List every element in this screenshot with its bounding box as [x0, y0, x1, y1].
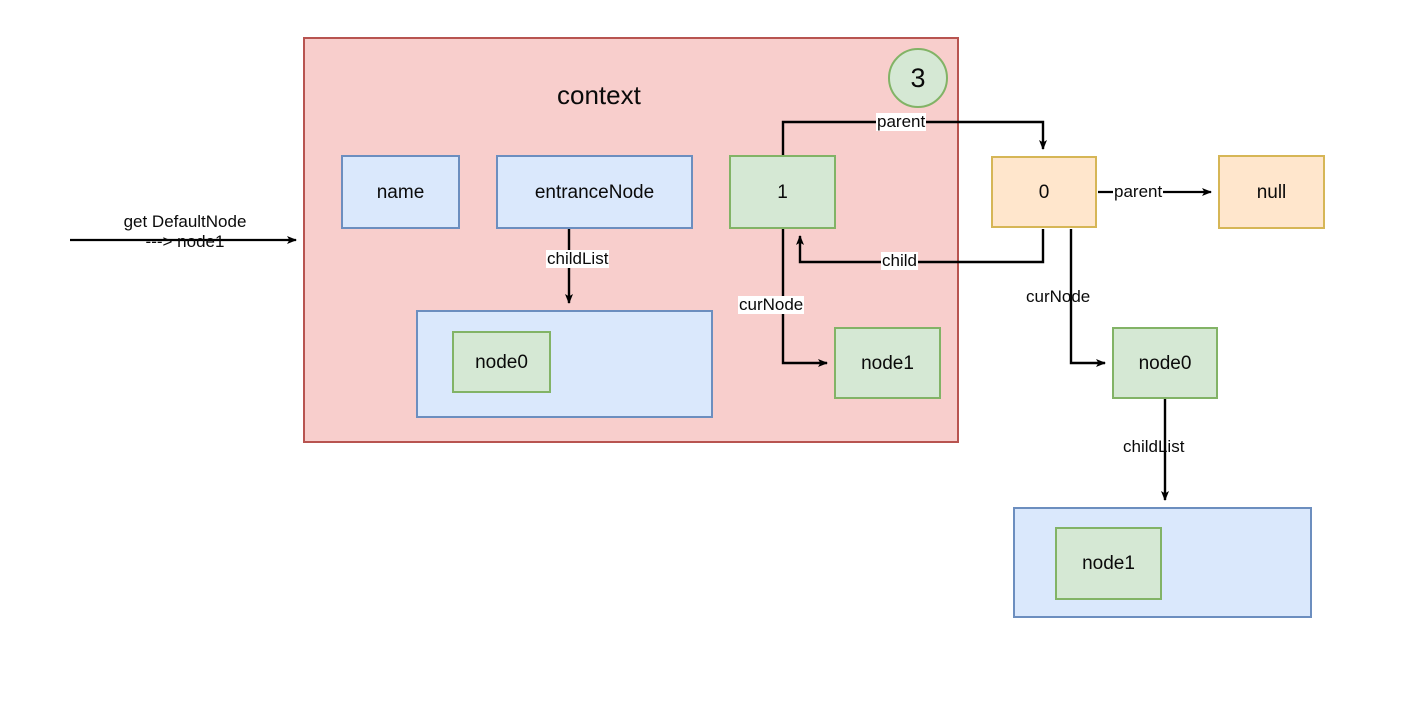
node-level-1-box[interactable]: 1	[729, 155, 836, 229]
step-badge: 3	[888, 48, 948, 108]
edge-label-childlist-right: childList	[1123, 437, 1185, 456]
field-entrancenode-box[interactable]: entranceNode	[496, 155, 693, 229]
tree-node-null-box[interactable]: null	[1218, 155, 1325, 229]
tree-childlist-item-node1[interactable]: node1	[1055, 527, 1162, 600]
page-title: context	[557, 80, 641, 110]
tree-node-0-box[interactable]: 0	[991, 156, 1097, 228]
edge-label-child: child	[881, 251, 918, 270]
tree-curnode-node0[interactable]: node0	[1112, 327, 1218, 399]
context-curnode-node1[interactable]: node1	[834, 327, 941, 399]
edge-label-parent-null: parent	[1113, 182, 1164, 201]
input-flow-line2: ---> node1	[145, 231, 225, 251]
context-childlist-item-node0[interactable]: node0	[452, 331, 551, 393]
input-flow-label: get DefaultNode ---> node1	[85, 212, 285, 251]
edge-label-curnode-right: curNode	[1026, 287, 1091, 306]
edge-label-parent: parent	[876, 112, 927, 131]
field-name-box[interactable]: name	[341, 155, 460, 229]
edge-label-childlist-context: childList	[546, 249, 610, 268]
edge-label-curnode-context: curNode	[738, 295, 805, 314]
input-flow-line1: get DefaultNode	[123, 212, 247, 231]
